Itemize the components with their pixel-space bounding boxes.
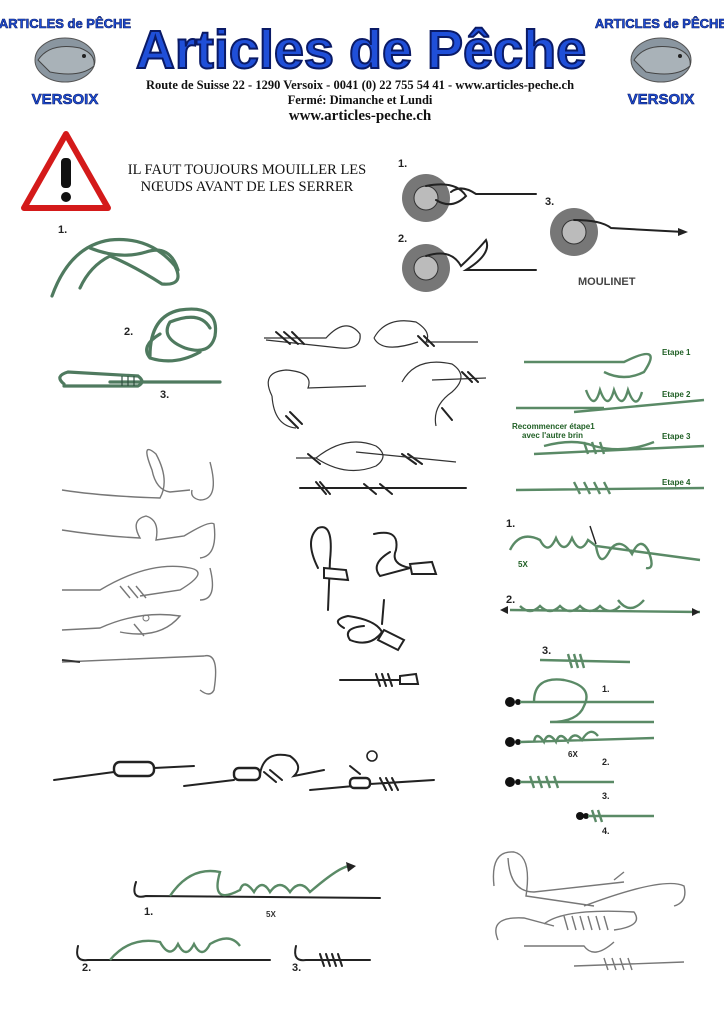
warning-line-1: IL FAUT TOUJOURS MOUILLER LES bbox=[127, 162, 367, 178]
reel-knot-illustration bbox=[402, 174, 688, 292]
snell-knot-illustration bbox=[492, 851, 686, 971]
hook-turns: 5X bbox=[266, 910, 276, 919]
clinch-step-2: 2. bbox=[506, 594, 516, 606]
swivel-step-1: 1. bbox=[602, 684, 610, 694]
surgeon-loop-illustration bbox=[264, 320, 487, 495]
uni-knot-illustration bbox=[505, 678, 655, 823]
blood-step-3: Etape 3 bbox=[662, 432, 691, 441]
clinch-step-1: 1. bbox=[506, 518, 516, 530]
warning-line-2: NŒUDS AVANT DE LES SERRER bbox=[140, 179, 354, 195]
reel-step-1: 1. bbox=[398, 158, 408, 170]
reel-label: MOULINET bbox=[578, 276, 636, 288]
loop-knot-illustration bbox=[50, 237, 222, 388]
logo-right-bottom-text: VERSOIX bbox=[628, 91, 695, 108]
blood-step-1: Etape 1 bbox=[662, 348, 691, 357]
loop-step-2: 2. bbox=[124, 326, 134, 338]
blood-step-restart-other-strand: avec l'autre brin bbox=[522, 431, 584, 440]
swivel-turns: 6X bbox=[568, 750, 578, 759]
hook-snell-illustration bbox=[61, 448, 217, 695]
clinch-turns: 5X bbox=[518, 560, 528, 569]
reel-step-3: 3. bbox=[545, 196, 555, 208]
palomar-knot-illustration bbox=[53, 750, 435, 791]
page-title-text: Articles de Pêche bbox=[136, 20, 586, 78]
page-title: Articles de Pêche bbox=[135, 19, 587, 78]
swivel-step-3: 3. bbox=[602, 791, 610, 801]
logo-right: ARTICLES de PÊCHE VERSOIX bbox=[595, 16, 724, 109]
swivel-step-4: 4. bbox=[602, 826, 610, 836]
warning-triangle-icon bbox=[21, 131, 111, 211]
clinch-step-3: 3. bbox=[542, 645, 552, 657]
blood-step-restart: Recommencer étape1 bbox=[512, 422, 595, 431]
warning-text: IL FAUT TOUJOURS MOUILLER LES NŒUDS AVAN… bbox=[112, 162, 382, 196]
hook-knot-illustration bbox=[76, 862, 381, 967]
clinch-knot-illustration bbox=[500, 525, 701, 669]
hook-step-1: 1. bbox=[144, 906, 154, 918]
swivel-knot-illustration bbox=[310, 526, 438, 687]
logo-left-bottom-text: VERSOIX bbox=[32, 91, 99, 108]
closing-days: Fermé: Dimanche et Lundi bbox=[287, 93, 433, 107]
reel-step-2: 2. bbox=[398, 233, 408, 245]
logo-right-top-text: ARTICLES de PÊCHE bbox=[595, 16, 724, 31]
blood-knot-illustration bbox=[515, 352, 705, 495]
swivel-step-2: 2. bbox=[602, 757, 610, 767]
logo-left: ARTICLES de PÊCHE VERSOIX bbox=[0, 16, 132, 109]
blood-step-4: Etape 4 bbox=[662, 478, 691, 487]
loop-step-1: 1. bbox=[58, 224, 68, 236]
logo-left-top-text: ARTICLES de PÊCHE bbox=[0, 16, 131, 31]
hook-step-2: 2. bbox=[82, 962, 92, 974]
blood-step-2: Etape 2 bbox=[662, 390, 691, 399]
website-url[interactable]: www.articles-peche.ch bbox=[288, 108, 432, 124]
shop-address: Route de Suisse 22 - 1290 Versoix - 0041… bbox=[145, 78, 575, 92]
loop-step-3: 3. bbox=[160, 389, 170, 401]
hook-step-3: 3. bbox=[292, 962, 302, 974]
